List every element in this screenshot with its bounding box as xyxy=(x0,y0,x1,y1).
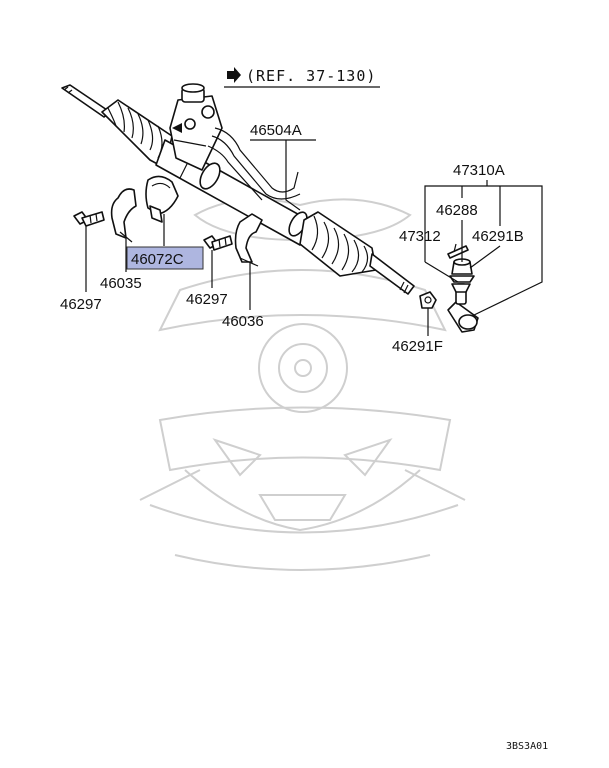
bracket-46036[interactable] xyxy=(234,213,263,267)
diagram-code: 3BS3A01 xyxy=(506,741,548,752)
lock-nut-46291f[interactable] xyxy=(419,291,437,309)
part-label-46291b[interactable]: 46291B xyxy=(472,228,524,245)
part-label-46297-center[interactable]: 46297 xyxy=(186,291,228,308)
part-label-46288[interactable]: 46288 xyxy=(436,202,478,219)
svg-text:46291B: 46291B xyxy=(472,228,524,245)
bolt-46297-left[interactable] xyxy=(73,211,105,227)
svg-text:46297: 46297 xyxy=(186,291,228,308)
svg-text:46504A: 46504A xyxy=(250,122,302,139)
right-bellows-boot xyxy=(299,211,377,277)
part-label-highlight xyxy=(126,246,204,270)
watermark-emblem xyxy=(139,198,466,571)
rubber-mount-46072c[interactable] xyxy=(145,175,179,223)
steering-gear-rack-assembly[interactable] xyxy=(61,83,415,295)
part-label-46297-left[interactable]: 46297 xyxy=(60,296,102,313)
part-label-46035[interactable]: 46035 xyxy=(100,275,142,292)
right-tie-rod xyxy=(369,253,415,295)
cotter-pin-47312[interactable] xyxy=(447,245,469,259)
reference-text: (REF. 37-130) xyxy=(246,67,376,85)
bolt-46297-center[interactable] xyxy=(203,235,233,251)
pressure-lines xyxy=(207,127,301,201)
svg-text:46297: 46297 xyxy=(60,296,102,313)
part-label-46072c[interactable]: 46072C xyxy=(126,246,204,270)
castle-nut-46291b[interactable] xyxy=(449,258,475,283)
bracket-46035[interactable] xyxy=(110,188,137,243)
svg-text:47310A: 47310A xyxy=(453,162,505,179)
part-label-46036[interactable]: 46036 xyxy=(222,313,264,330)
part-label-46291f[interactable]: 46291F xyxy=(392,338,443,355)
arrow-right-icon xyxy=(227,67,241,83)
svg-text:46035: 46035 xyxy=(100,275,142,292)
svg-text:46036: 46036 xyxy=(222,313,264,330)
part-label-46504a[interactable]: 46504A xyxy=(250,122,302,139)
svg-text:47312: 47312 xyxy=(399,228,441,245)
reference-callout[interactable]: (REF. 37-130) xyxy=(224,67,380,88)
part-label-47310a[interactable]: 47310A xyxy=(453,162,505,179)
svg-text:46288: 46288 xyxy=(436,202,478,219)
pinion-valve-body xyxy=(169,83,223,171)
svg-text:46072C: 46072C xyxy=(131,251,184,268)
leader-lines xyxy=(85,139,543,336)
svg-text:46291F: 46291F xyxy=(392,338,443,355)
part-label-47312[interactable]: 47312 xyxy=(399,228,441,245)
tie-rod-end-assembly[interactable] xyxy=(447,283,479,333)
